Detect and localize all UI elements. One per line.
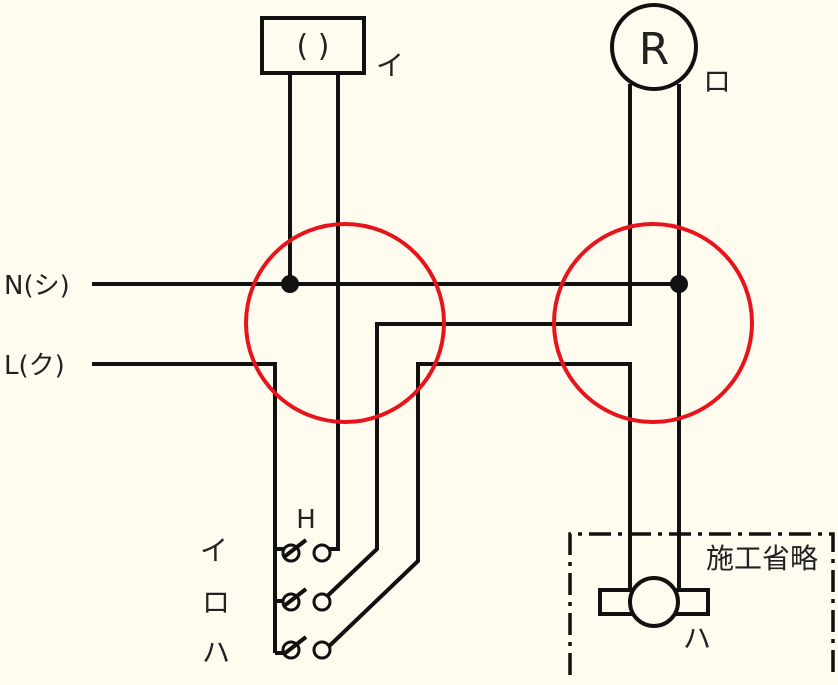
switch-i-contact-right	[312, 543, 332, 563]
fixture-lamp	[628, 576, 680, 628]
switch-type-label: H	[296, 505, 316, 535]
switch-label-ha: ハ	[202, 636, 230, 669]
lamp-label: イ	[376, 49, 404, 82]
lamp-symbol-text: ( )	[297, 29, 330, 64]
lamp-switch-wire	[322, 74, 340, 551]
junction-box-right	[552, 222, 754, 424]
switch-ha	[281, 635, 332, 660]
switch-ha-contact-right	[312, 640, 332, 660]
omitted-area-border	[568, 532, 835, 675]
switch-label-ro: ロ	[202, 586, 230, 619]
switch-ro	[281, 587, 332, 612]
switch-ro-blade	[282, 587, 308, 608]
switch-ha-blade	[282, 635, 308, 656]
fixture-label: ハ	[683, 622, 711, 655]
fixture-hot-wire	[320, 362, 632, 655]
junction-dot-left	[281, 275, 299, 293]
lamp-symbol-box	[260, 16, 366, 75]
line-label: L(ク)	[4, 351, 65, 381]
switch-label-i: イ	[200, 534, 228, 567]
omitted-area-label: 施工省略	[706, 542, 818, 575]
receptacle-hot-wire	[320, 84, 632, 603]
junction-dot-right	[670, 275, 688, 293]
switch-i	[281, 538, 332, 563]
receptacle-symbol	[610, 3, 698, 91]
wires	[92, 74, 681, 655]
line-wire	[92, 362, 277, 549]
switch-ro-contact-right	[312, 592, 332, 612]
junction-box-left	[244, 222, 446, 424]
receptacle-label: ロ	[703, 65, 731, 98]
switch-i-blade	[282, 538, 308, 559]
neutral-label: N(シ)	[4, 271, 70, 301]
receptacle-symbol-text: R	[639, 24, 670, 75]
